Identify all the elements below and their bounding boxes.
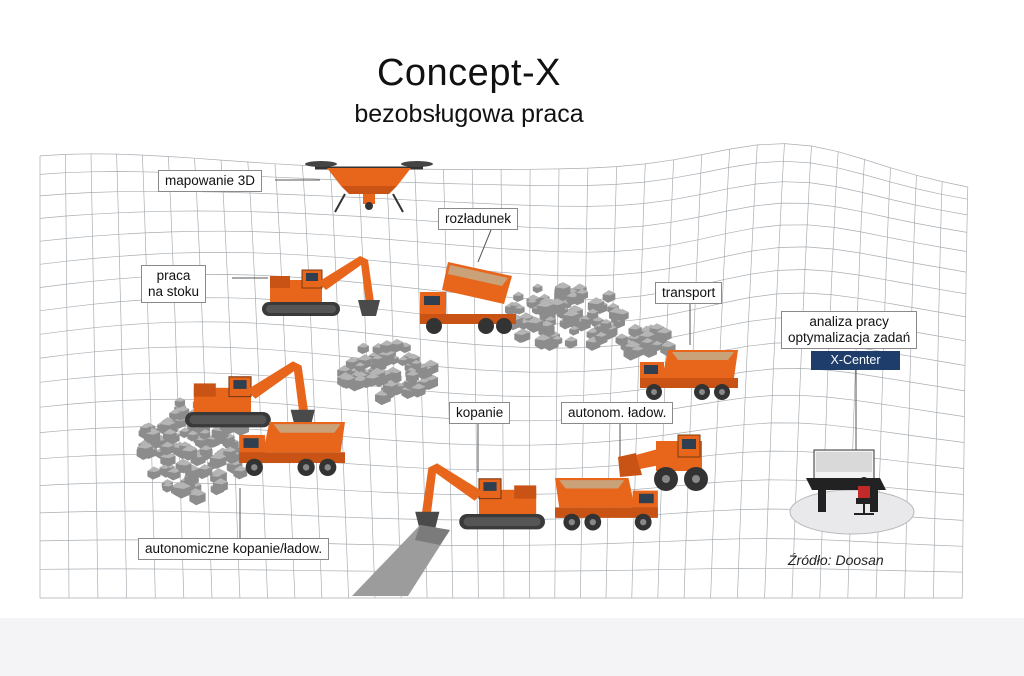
label-slope-work: praca na stoku xyxy=(141,265,207,303)
excavator-icon xyxy=(414,462,546,530)
terrain-line xyxy=(500,169,505,599)
terrain-line xyxy=(579,168,589,599)
leader-lines xyxy=(232,179,857,540)
terrain-line xyxy=(220,160,241,599)
dump-truck-icon xyxy=(640,350,738,400)
dig-trench xyxy=(352,525,450,596)
terrain-line xyxy=(116,154,128,599)
label-unloading: rozładunek xyxy=(438,208,519,230)
wheel-loader-icon xyxy=(618,434,708,491)
terrain-line xyxy=(141,155,156,599)
label-analysis-line2: optymalizacja zadań xyxy=(788,330,911,345)
terrain-line xyxy=(875,167,891,599)
label-analysis: analiza pracy optymalizacja zadań xyxy=(781,311,918,349)
terrain-line xyxy=(904,175,917,599)
label-slope-work-line1: praca xyxy=(156,268,191,283)
page-title: Concept-X xyxy=(376,52,562,94)
terrain-line xyxy=(247,161,268,599)
label-digging: kopanie xyxy=(449,402,511,424)
rock xyxy=(147,466,161,480)
rock xyxy=(564,336,578,349)
operator-workstation-icon xyxy=(789,449,915,535)
x-center-badge: X-Center xyxy=(811,351,900,370)
drone-icon xyxy=(305,161,433,213)
label-transport: transport xyxy=(655,282,723,304)
terrain-line xyxy=(301,165,323,599)
terrain-line xyxy=(274,163,296,599)
terrain-line xyxy=(90,153,99,599)
label-analysis-line1: analiza pracy xyxy=(809,314,889,329)
terrain-line xyxy=(554,168,560,599)
terrain-line xyxy=(167,156,185,599)
terrain-line xyxy=(329,166,349,599)
excavator-icon xyxy=(261,255,381,317)
terrain-line xyxy=(764,143,785,599)
terrain-line xyxy=(39,567,963,573)
terrain-line xyxy=(737,144,758,599)
rock xyxy=(513,291,524,302)
terrain-line xyxy=(65,154,70,599)
label-auto-loading: autonom. ładow. xyxy=(561,402,674,424)
terrain-line xyxy=(529,169,531,598)
label-auto-digging-loading: autonomiczne kopanie/ładow. xyxy=(138,538,330,560)
rock xyxy=(357,342,369,355)
rock xyxy=(532,283,543,294)
page-subtitle: bezobsługowa praca xyxy=(354,100,584,128)
dump-truck-icon xyxy=(420,262,516,334)
terrain-line xyxy=(933,181,943,599)
terrain-line xyxy=(791,145,812,599)
dump-truck-icon xyxy=(239,422,345,476)
terrain-line xyxy=(194,158,213,599)
terrain-line xyxy=(961,186,969,599)
label-slope-work-line2: na stoku xyxy=(148,284,200,299)
label-mapping-3d: mapowanie 3D xyxy=(158,170,263,192)
source-credit: Źródło: Doosan xyxy=(788,552,884,568)
terrain-line xyxy=(605,166,618,599)
terrain-line xyxy=(471,169,479,599)
bottom-band xyxy=(0,618,1024,676)
dump-truck-icon xyxy=(555,478,658,531)
